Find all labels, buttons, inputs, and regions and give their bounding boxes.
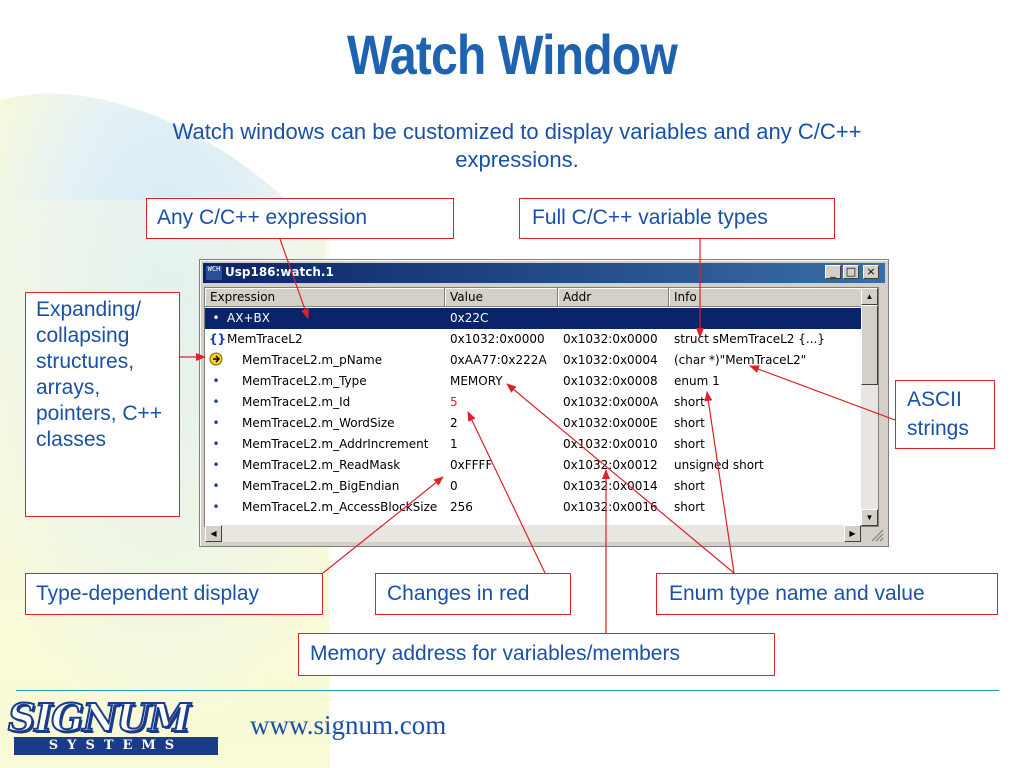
cell-value: 0x1032:0x0000 [450, 332, 545, 346]
callout-enum-type: Enum type name and value [656, 573, 998, 615]
pointer-expand-icon [209, 352, 223, 368]
signum-logo: SIGNUM SYSTEMS [7, 695, 220, 757]
table-row[interactable]: • MemTraceL2.m_BigEndian 0 0x1032:0x0014 sho… [205, 476, 878, 497]
logo-wordmark: SIGNUM [7, 695, 192, 740]
table-row[interactable]: • AX+BX 0x22C [205, 308, 878, 329]
column-header-value[interactable]: Value [445, 288, 558, 307]
table-row[interactable]: • MemTraceL2.m_WordSize 2 0x1032:0x000E shor… [205, 413, 878, 434]
table-row[interactable]: • MemTraceL2.m_Id 5 0x1032:0x000A short [205, 392, 878, 413]
scroll-right-icon[interactable]: ▶ [844, 525, 861, 542]
bullet-icon: • [212, 416, 220, 430]
cell-expression: MemTraceL2.m_Type [242, 374, 367, 388]
cell-info: short [674, 437, 705, 451]
column-header-bar: Expression Value Addr Info [205, 288, 878, 307]
table-row[interactable]: • MemTraceL2.m_Type MEMORY 0x1032:0x0008 enu… [205, 371, 878, 392]
table-row[interactable]: {}MemTraceL2 0x1032:0x0000 0x1032:0x0000 st… [205, 329, 878, 350]
resize-grip-icon[interactable] [870, 528, 884, 542]
cell-info: short [674, 416, 705, 430]
cell-info: short [674, 479, 705, 493]
cell-addr: 0x1032:0x0012 [563, 458, 658, 472]
cell-addr: 0x1032:0x0000 [563, 332, 658, 346]
minimize-button[interactable]: _ [825, 265, 841, 279]
table-row[interactable]: MemTraceL2.m_pName 0xAA77:0x222A 0x1032:0x… [205, 350, 878, 371]
cell-addr: 0x1032:0x0014 [563, 479, 658, 493]
watch-list[interactable]: Expression Value Addr Info • AX+BX 0x22C {}… [204, 287, 879, 527]
cell-expression: MemTraceL2.m_Id [242, 395, 351, 409]
cell-expression: MemTraceL2.m_AccessBlockSize [242, 500, 438, 514]
cell-expression: MemTraceL2.m_pName [242, 353, 383, 367]
cell-value: 0xAA77:0x222A [450, 353, 547, 367]
cell-value: 256 [450, 500, 473, 514]
cell-info: (char *)"MemTraceL2" [674, 353, 807, 367]
table-row[interactable]: • MemTraceL2.m_AddrIncrement 1 0x1032:0x001… [205, 434, 878, 455]
struct-braces-icon[interactable]: {} [209, 332, 227, 346]
window-titlebar[interactable]: WCH Usp186:watch.1 _ □ × [203, 263, 885, 283]
callout-any-expression: Any C/C++ expression [146, 198, 454, 239]
logo-subtitle: SYSTEMS [14, 737, 218, 755]
cell-info: unsigned short [674, 458, 764, 472]
window-title: Usp186:watch.1 [225, 265, 334, 279]
callout-changes-red: Changes in red [375, 573, 571, 615]
cell-value: 0x22C [450, 311, 489, 325]
table-row[interactable]: • MemTraceL2.m_ReadMask 0xFFFF 0x1032:0x001… [205, 455, 878, 476]
bullet-icon: • [212, 458, 220, 472]
callout-memory-address: Memory address for variables/members [298, 633, 775, 676]
watch-window: WCH Usp186:watch.1 _ □ × Expression Valu… [199, 259, 889, 547]
vertical-scrollbar[interactable]: ▲ ▼ [861, 288, 878, 526]
cell-addr: 0x1032:0x0004 [563, 353, 658, 367]
scroll-down-icon[interactable]: ▼ [861, 509, 878, 526]
callout-full-types: Full C/C++ variable types [519, 198, 835, 239]
cell-info: enum 1 [674, 374, 720, 388]
cell-value: 0 [450, 479, 458, 493]
cell-addr: 0x1032:0x0008 [563, 374, 658, 388]
close-button[interactable]: × [863, 265, 879, 279]
bullet-icon: • [212, 437, 220, 451]
scroll-up-icon[interactable]: ▲ [861, 288, 878, 305]
cell-addr: 0x1032:0x0010 [563, 437, 658, 451]
cell-addr: 0x1032:0x0016 [563, 500, 658, 514]
cell-info: struct sMemTraceL2 {...} [674, 332, 825, 346]
callout-expanding: Expanding/ collapsing structures, arrays… [25, 292, 180, 517]
bullet-icon: • [212, 500, 220, 514]
footer-divider [16, 690, 999, 691]
column-header-info[interactable]: Info [669, 288, 866, 307]
column-header-addr[interactable]: Addr [558, 288, 669, 307]
callout-type-dependent: Type-dependent display [25, 573, 323, 615]
horizontal-scrollbar[interactable]: ◀ ▶ [205, 525, 861, 542]
scroll-thumb[interactable] [861, 305, 878, 385]
bullet-icon: • [212, 395, 220, 409]
footer-url[interactable]: www.signum.com [250, 710, 447, 740]
callout-ascii-strings: ASCII strings [895, 380, 995, 449]
column-header-expression[interactable]: Expression [205, 288, 445, 307]
maximize-button[interactable]: □ [843, 265, 859, 279]
cell-expression: MemTraceL2.m_BigEndian [242, 479, 400, 493]
table-row[interactable]: • MemTraceL2.m_AccessBlockSize 256 0x1032:0… [205, 497, 878, 518]
cell-value: MEMORY [450, 374, 503, 388]
cell-value: 1 [450, 437, 458, 451]
bullet-icon: • [212, 479, 220, 493]
cell-expression: MemTraceL2 [227, 332, 303, 346]
slide-title: Watch Window [347, 23, 678, 86]
cell-addr: 0x1032:0x000A [563, 395, 659, 409]
cell-addr: 0x1032:0x000E [563, 416, 658, 430]
slide-subtitle: Watch windows can be customized to displ… [172, 119, 862, 172]
scroll-left-icon[interactable]: ◀ [205, 525, 222, 542]
bullet-icon: • [212, 374, 220, 388]
cell-value: 2 [450, 416, 458, 430]
cell-info: short [674, 500, 705, 514]
cell-expression: MemTraceL2.m_WordSize [242, 416, 395, 430]
bullet-icon: • [212, 311, 220, 325]
cell-value: 5 [450, 395, 458, 409]
cell-expression: MemTraceL2.m_ReadMask [242, 458, 401, 472]
watch-window-icon: WCH [206, 266, 222, 280]
cell-info: short [674, 395, 705, 409]
cell-expression: AX+BX [227, 311, 270, 325]
cell-expression: MemTraceL2.m_AddrIncrement [242, 437, 429, 451]
cell-value: 0xFFFF [450, 458, 493, 472]
